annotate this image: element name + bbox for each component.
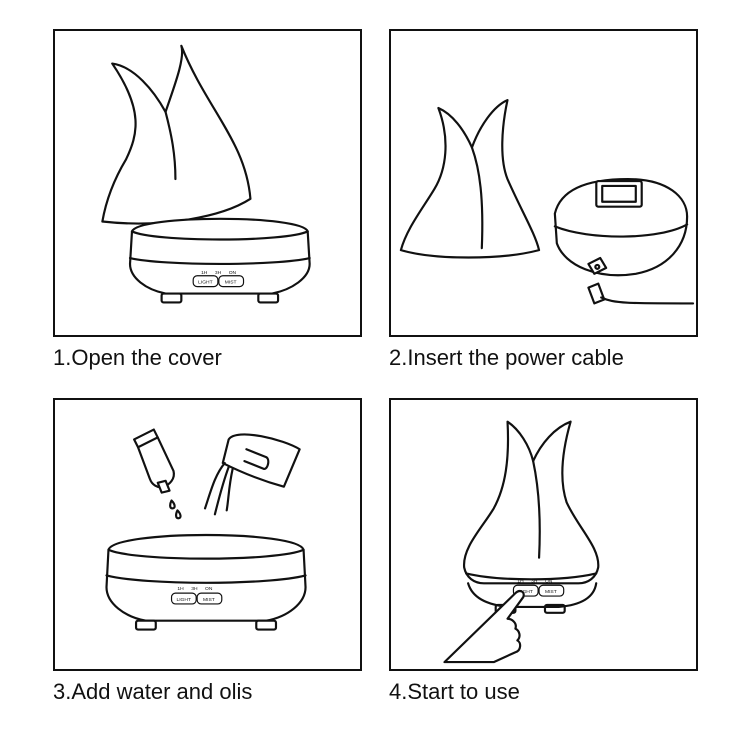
diffuser-cover xyxy=(101,44,252,225)
step-2-illustration xyxy=(389,29,698,337)
diffuser-base xyxy=(105,533,307,622)
step-4-caption: 4.Start to use xyxy=(389,679,520,704)
diffuser-assembled xyxy=(463,420,600,585)
timer-label-on: ON xyxy=(205,586,213,592)
diffuser-open-cover-drawing: 1H 3H ON LIGHT MIST xyxy=(101,44,311,304)
diffuser-add-water-drawing: 1H 3H ON LIGHT MIST xyxy=(105,428,307,631)
mist-button-label: MIST xyxy=(225,280,237,286)
timer-label-1h: 1H xyxy=(201,270,208,276)
diffuser-power-cable-drawing xyxy=(399,99,695,305)
mist-button-label: MIST xyxy=(203,597,215,603)
timer-label-3h: 3H xyxy=(531,578,538,584)
light-button-label: LIGHT xyxy=(176,597,190,603)
light-button xyxy=(170,592,197,605)
step-2-caption: 2.Insert the power cable xyxy=(389,345,624,370)
water-jug-icon xyxy=(203,433,301,516)
step-3-illustration: 1H 3H ON LIGHT MIST xyxy=(53,398,362,671)
step-1-illustration: 1H 3H ON LIGHT MIST xyxy=(53,29,362,337)
light-button-label: LIGHT xyxy=(518,589,533,595)
step-3-caption: 3.Add water and olis xyxy=(53,679,253,704)
timer-label-on: ON xyxy=(229,270,237,276)
mist-button-label: MIST xyxy=(545,589,557,595)
pointing-hand-icon xyxy=(443,590,525,664)
essential-oil-bottle-icon xyxy=(133,428,182,520)
timer-label-1h: 1H xyxy=(177,586,184,592)
step-4-illustration: 1H 3H ON LIGHT MIST xyxy=(389,398,698,671)
mist-button xyxy=(218,275,245,288)
mist-button xyxy=(196,592,223,605)
diffuser-cover xyxy=(399,99,541,259)
timer-label-3h: 3H xyxy=(191,586,198,592)
light-button-label: LIGHT xyxy=(198,280,212,286)
diffuser-start-drawing: 1H 3H ON LIGHT MIST xyxy=(443,420,600,664)
timer-label-on: ON xyxy=(545,578,553,584)
step-1-caption: 1.Open the cover xyxy=(53,345,222,370)
light-button xyxy=(192,275,219,288)
mist-button xyxy=(538,584,565,597)
timer-label-1h: 1H xyxy=(517,578,524,584)
timer-label-3h: 3H xyxy=(215,270,222,276)
